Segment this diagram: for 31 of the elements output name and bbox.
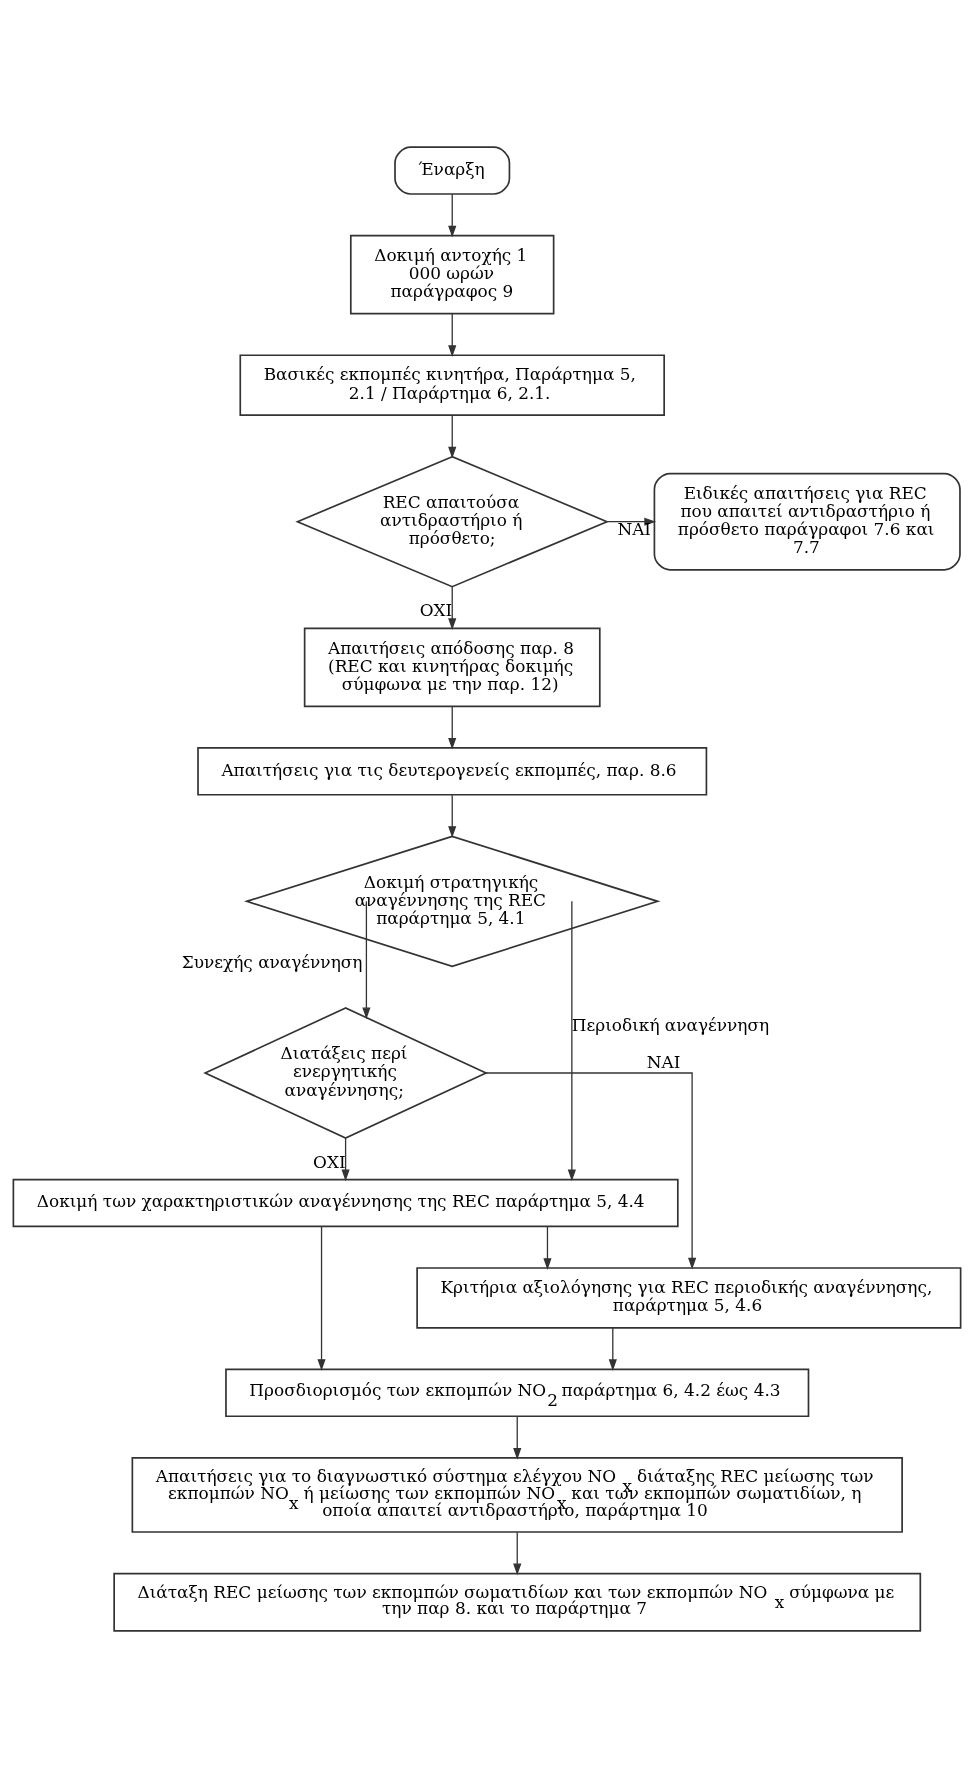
node-box: Βασικές εκπομπές κινητήρα, Παράρτημα 5, 2.1 / Παράρτημα 6, 2.1. [239, 354, 665, 416]
arrow [448, 586, 457, 631]
arrow [608, 1327, 617, 1371]
arrow [513, 1531, 522, 1576]
edge-label: ΝΑΙ [646, 1052, 681, 1073]
node-box: Απαιτήσεις απόδοσης παρ. 8 (REC και κινητήρας δοκιμής σύμφωνα με την παρ. 12) [303, 627, 601, 708]
edge-label: Περιοδική αναγέννηση [571, 1015, 770, 1036]
arrow [341, 1137, 350, 1182]
arrow [317, 1226, 326, 1371]
arrow [448, 414, 457, 459]
arrow [485, 1072, 697, 1270]
arrow [448, 794, 457, 838]
edge-label: ΟΧΙ [419, 600, 453, 621]
node-box: Ειδικές απαιτήσεις για REC που απαιτεί αντιδραστήριο ή πρόσθετο παράγραφοι 7.6 και 7.7 [653, 472, 961, 571]
node-box: Απαιτήσεις για τις δευτερογενείς εκπομπές, παρ. 8.6 [197, 747, 708, 796]
node-diamond: REC απαιτούσα αντιδραστήριο ή πρόσθετο; [295, 455, 610, 588]
arrow [448, 193, 457, 238]
edge-label: ΝΑΙ [617, 519, 652, 540]
arrow [448, 706, 457, 750]
edge-label: Συνεχής αναγέννηση [181, 952, 363, 973]
arrow [606, 517, 657, 526]
node-box: Δοκιμή αντοχής 1 000 ωρών παράγραφος 9 [349, 234, 555, 315]
arrow [567, 900, 576, 1182]
arrow [362, 900, 371, 1020]
arrow [543, 1225, 552, 1270]
node-box: Έναρξη [394, 146, 511, 195]
edge-label: ΟΧΙ [313, 1151, 346, 1172]
arrow [448, 313, 457, 357]
arrow [513, 1415, 522, 1460]
node-box: Δοκιμή των χαρακτηριστικών αναγέννησης της REC παράρτημα 5, 4.4 [12, 1178, 679, 1228]
node-box: Κριτήρια αξιολόγησης για REC περιοδικής αναγέννησης, παράρτημα 5, 4.6 [416, 1267, 962, 1329]
